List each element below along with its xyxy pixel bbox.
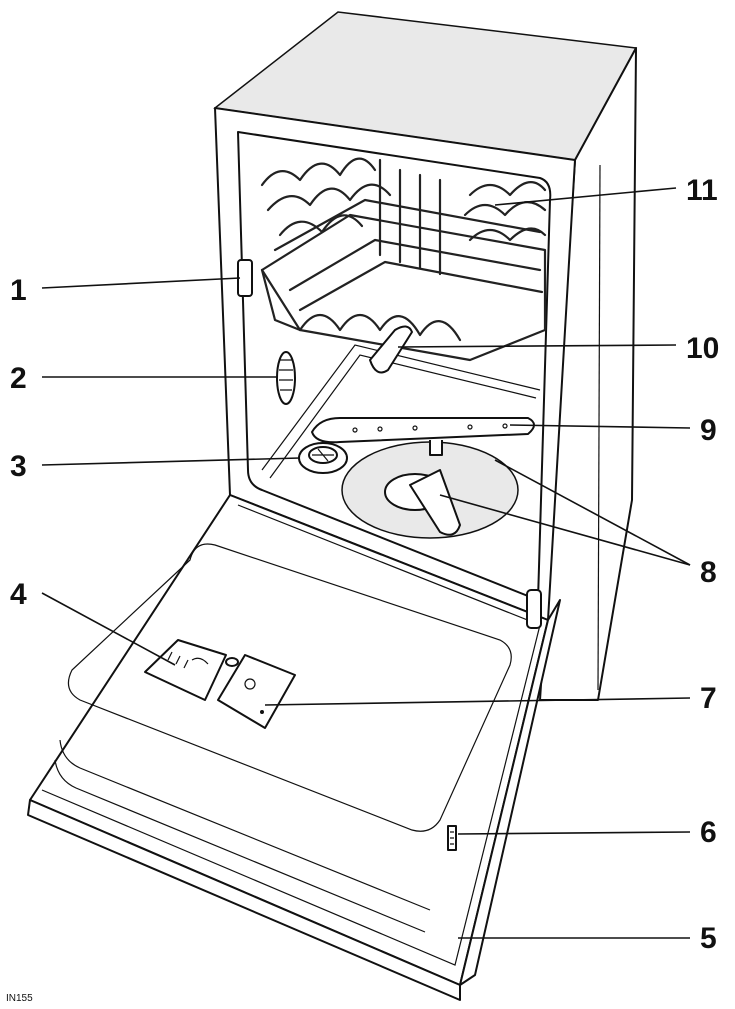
basket-height-adjuster — [237, 259, 253, 297]
callout-number-7: 7 — [700, 682, 717, 715]
leader-lines — [41, 187, 691, 939]
callout-number-3: 3 — [10, 450, 27, 483]
detergent-dispenser — [217, 654, 296, 729]
door-inner-panel — [67, 543, 512, 832]
callout-labels: 1 2 3 4 5 6 7 8 9 10 11 — [10, 174, 719, 955]
callout-number-2: 2 — [10, 362, 27, 395]
callout-number-11: 11 — [686, 174, 718, 207]
filter-handle — [409, 469, 461, 536]
upper-spray-arm — [369, 325, 413, 374]
callout-number-4: 4 — [10, 578, 27, 611]
callout-number-8: 8 — [700, 556, 717, 589]
door-front-edge — [27, 799, 461, 1001]
callout-number-5: 5 — [700, 922, 717, 955]
callout-number-9: 9 — [700, 414, 717, 447]
side-vent — [276, 351, 296, 405]
callout-number-1: 1 — [10, 274, 27, 307]
salt-container — [298, 442, 348, 474]
upper-basket — [260, 157, 547, 362]
callout-number-6: 6 — [700, 816, 717, 849]
figure-code: IN155 — [6, 993, 33, 1004]
rinse-aid-dispenser — [144, 639, 239, 701]
callout-number-10: 10 — [686, 332, 719, 365]
